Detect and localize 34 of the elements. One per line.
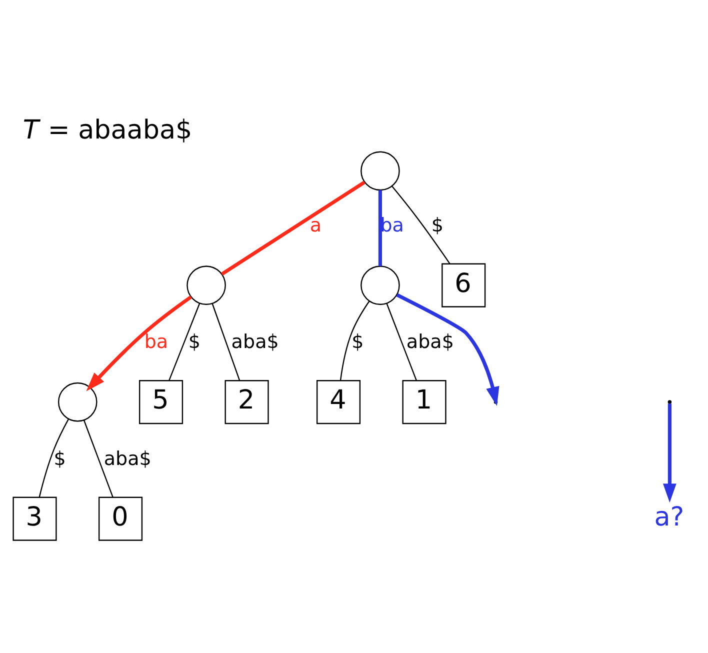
edge-label: aba$	[231, 330, 279, 353]
node-text: a?	[654, 502, 684, 532]
node-box: 1	[402, 380, 446, 424]
connector	[220, 180, 366, 276]
node-box: 2	[224, 380, 269, 424]
arrow	[86, 295, 192, 391]
edge-label: ba	[380, 214, 404, 236]
connector	[386, 302, 417, 380]
connector	[83, 419, 114, 497]
edge-label: a	[310, 214, 322, 236]
connector	[168, 302, 200, 380]
diagram-title: T = abaaba$	[22, 114, 192, 145]
edge-label: aba$	[406, 330, 454, 353]
connector	[392, 185, 450, 264]
node-box: 4	[316, 380, 361, 424]
node-circle	[360, 265, 400, 304]
node-circle	[360, 150, 400, 190]
node-box: 5	[138, 380, 184, 424]
arrow	[663, 403, 676, 502]
node-box: 0	[98, 496, 143, 540]
edge-label: $	[188, 330, 201, 353]
connector	[340, 300, 370, 380]
edge-label: $	[54, 447, 66, 470]
edge-label: ba	[144, 330, 168, 353]
edge-label: aba$	[104, 447, 152, 470]
connector	[38, 418, 69, 497]
node-circle	[58, 382, 98, 422]
connector	[212, 303, 240, 380]
node-box: 6	[442, 262, 486, 307]
connector	[378, 190, 382, 266]
edge-label: $	[431, 214, 444, 236]
node-box: 3	[12, 496, 57, 540]
node-circle	[186, 265, 226, 304]
edge-label: $	[352, 330, 364, 353]
